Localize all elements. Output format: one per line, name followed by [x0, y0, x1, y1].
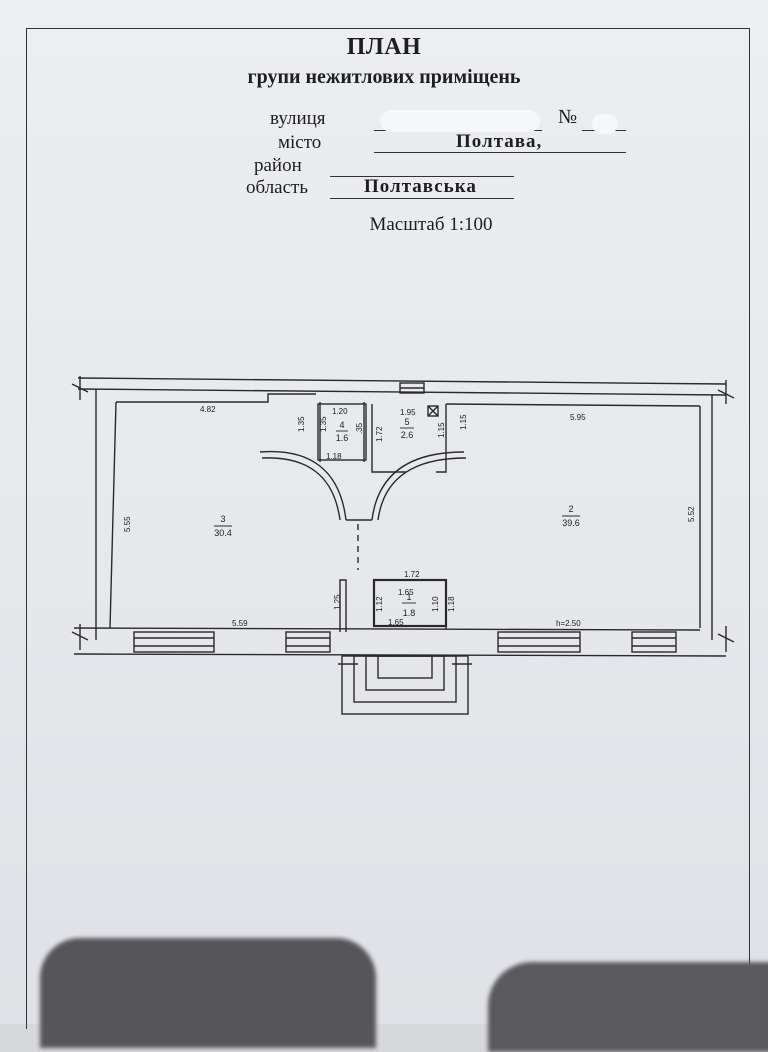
dim-room2-top: 5.95	[570, 413, 586, 422]
phone-shadow-right	[488, 962, 768, 1052]
phone-shadow-left	[40, 938, 376, 1048]
dim-room1-top: 1.72	[404, 570, 420, 579]
dim-room5-right-a: 1.15	[437, 422, 446, 438]
dim-room4-bottom: 1.18	[326, 452, 342, 461]
dim-room1-right-a: 1.10	[431, 596, 440, 612]
plan-title: ПЛАН	[346, 34, 422, 60]
room-2-area: 39.6	[562, 518, 580, 528]
street-label: вулиця	[270, 108, 326, 129]
number-redaction	[592, 114, 618, 134]
dim-room3-bottom: 5.59	[232, 619, 248, 628]
room-1-number: 1	[406, 592, 411, 602]
room-5-number: 5	[404, 417, 409, 427]
dim-room3-top: 4.82	[200, 405, 216, 414]
ceiling-height: h=2.50	[556, 619, 581, 628]
street-redaction	[380, 110, 540, 132]
scale-label: Масштаб 1:100	[369, 214, 493, 235]
document-frame	[26, 28, 750, 1029]
room-5-area: 2.6	[401, 430, 414, 440]
dim-room2-right: 5.52	[687, 506, 696, 522]
room-3-number: 3	[220, 514, 225, 524]
room-4-area: 1.6	[336, 433, 349, 443]
dim-room1-right-b: 1.18	[447, 596, 456, 612]
city-label: місто	[278, 132, 322, 153]
dim-room5-top: 1.95	[400, 408, 416, 417]
city-underline	[374, 152, 626, 153]
floor-plan: 3 30.4 2 39.6 4 1.6 5 2.6 1 1.8 4.82 5.5…	[71, 376, 735, 715]
plan-walls	[71, 376, 735, 715]
dim-room5-left: 1.72	[375, 426, 384, 442]
document-sheet	[0, 0, 768, 1024]
dim-room5-right-b: 1.15	[459, 414, 468, 430]
dim-door-jamb: 1.25	[333, 594, 342, 610]
room-4-number: 4	[339, 420, 344, 430]
room-1-area: 1.8	[403, 608, 416, 618]
dim-room1-bottom: 1.65	[388, 618, 404, 627]
room-2-number: 2	[568, 504, 573, 514]
dim-room1-left: 1.12	[375, 596, 384, 612]
number-label: №	[558, 106, 578, 128]
dim-room4-left: 1.35	[319, 416, 328, 432]
district-underline	[330, 176, 514, 177]
region-underline	[330, 198, 514, 199]
dim-room3-left: 5.55	[123, 516, 132, 532]
district-label: район	[254, 155, 302, 176]
room-3-area: 30.4	[214, 528, 232, 538]
city-value: Полтава,	[456, 131, 543, 152]
region-label: область	[246, 177, 309, 198]
plan-subtitle: групи нежитлових приміщень	[247, 66, 521, 88]
dim-room4-right: .35	[355, 422, 364, 434]
dim-corridor-left: 1.35	[297, 416, 306, 432]
dim-room1-inner: 1.65	[398, 588, 414, 597]
region-value: Полтавська	[364, 176, 477, 197]
dim-room4-top: 1.20	[332, 407, 348, 416]
